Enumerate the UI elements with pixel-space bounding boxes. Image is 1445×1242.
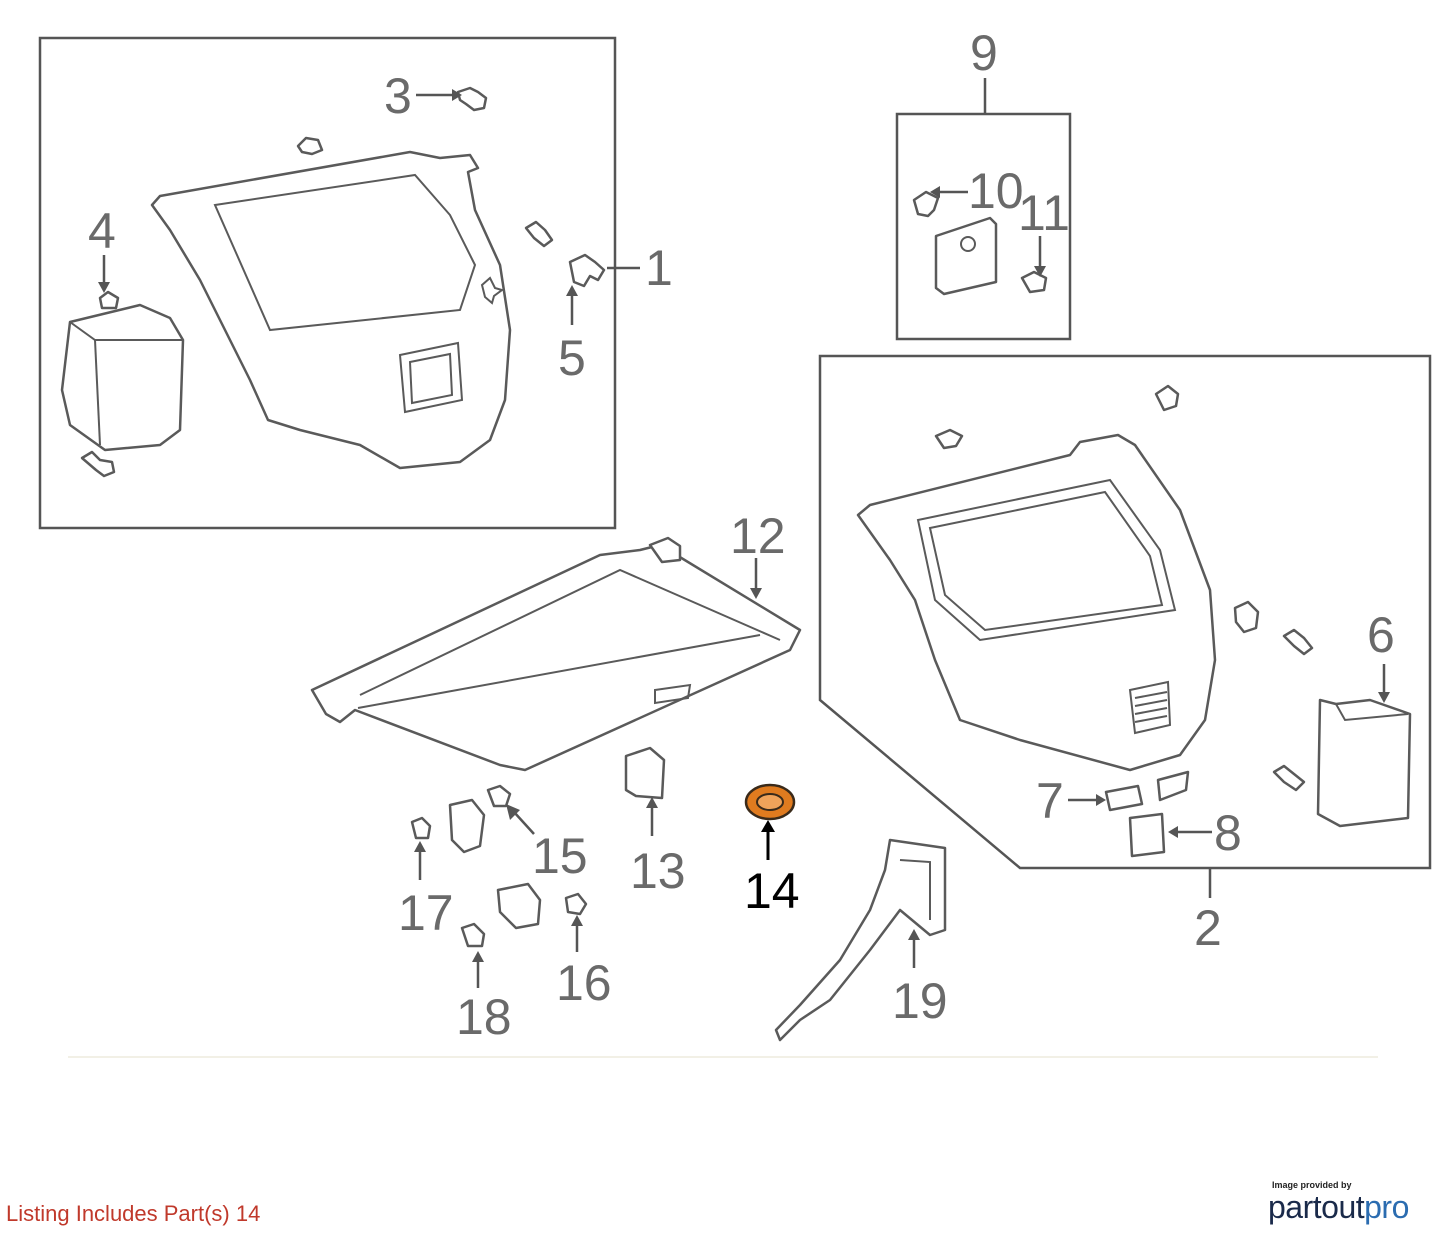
trim-6 [1316,698,1412,828]
brand-name-part2: pro [1364,1189,1409,1225]
brand-name: partoutpro [1268,1190,1433,1224]
callout-4: 4 [88,203,116,259]
screw-lower-right [1272,764,1306,792]
clip-15 [486,784,512,808]
brand-name-part1: partout [1268,1189,1365,1225]
clip-16 [564,892,588,916]
quarter-panel-right [856,433,1217,772]
leader-lines [98,78,1390,988]
listing-includes-text: Listing Includes Part(s) 14 [6,1201,261,1226]
group-box-1 [38,36,617,530]
screw-right-panel [1282,628,1314,656]
clip-10 [912,190,940,218]
cover-plate [934,216,998,296]
callout-19: 19 [892,973,948,1029]
part-14-highlighted [744,783,796,821]
screw-bottom [80,450,116,478]
clip-11 [1020,270,1048,294]
pillar-19 [774,838,947,1042]
callout-15: 15 [532,828,588,884]
clip-right-top [1154,384,1180,412]
screw-right [524,220,554,248]
brand-caption: Image provided by [1272,1180,1352,1190]
clip-7b [1156,770,1190,802]
clip-right-mid [934,428,964,450]
jack-cover-box [60,290,185,452]
callout-18: 18 [456,989,512,1045]
bracket-5 [568,253,606,288]
callout-7: 7 [1036,773,1064,829]
clip-17 [410,816,432,840]
callout-13: 13 [630,843,686,899]
callout-10: 10 [968,163,1024,219]
clip-18 [460,922,486,948]
callout-2: 2 [1194,900,1222,956]
group-box-9 [895,112,1072,341]
callout-17: 17 [398,885,454,941]
brand-logo: Image provided by partoutpro [1268,1180,1433,1224]
hook-15a [448,798,486,854]
group-box-2 [818,354,1432,870]
tonneau-cover [310,536,802,772]
callout-6: 6 [1367,607,1395,663]
bracket-right [1233,600,1260,634]
callout-5: 5 [558,330,586,386]
plate-8 [1128,812,1166,858]
callout-14: 14 [744,863,800,919]
callout-1: 1 [645,240,673,296]
callout-9: 9 [970,25,998,81]
callout-11: 11 [1018,185,1070,241]
hook-16a [496,882,542,930]
callout-12: 12 [730,508,786,564]
clip-3 [456,86,488,112]
clip-top [296,136,324,156]
callout-8: 8 [1214,805,1242,861]
quarter-panel-left [150,150,512,470]
callout-16: 16 [556,955,612,1011]
clip-7 [1104,784,1144,812]
hook-13 [624,746,666,800]
callout-3: 3 [384,68,412,124]
